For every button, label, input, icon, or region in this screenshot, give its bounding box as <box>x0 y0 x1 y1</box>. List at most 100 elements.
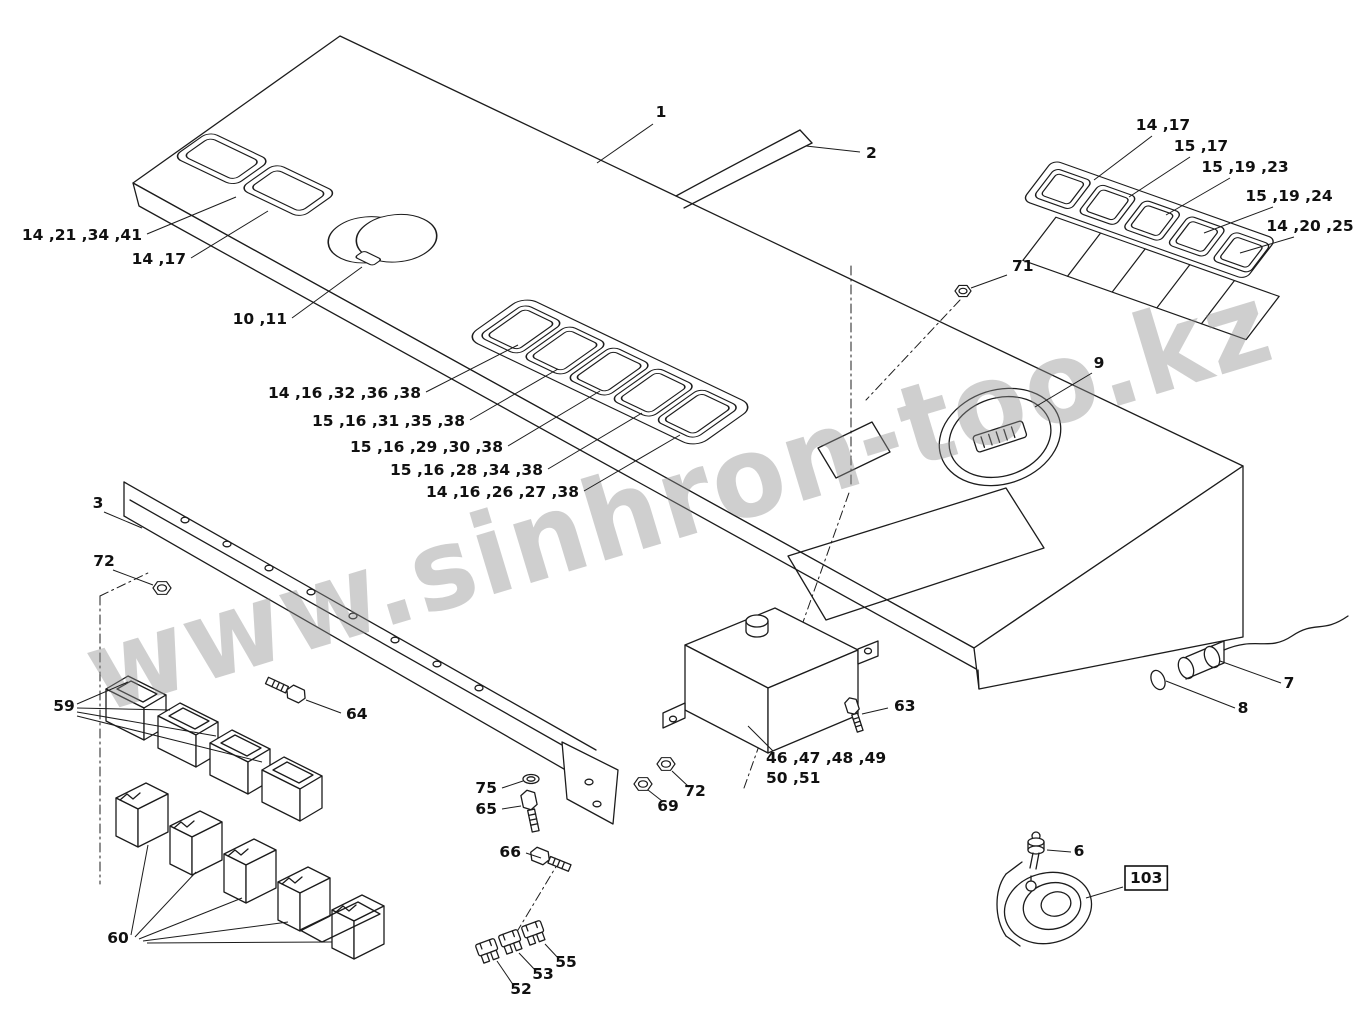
horn-103 <box>996 861 1093 947</box>
main-panel <box>132 35 1244 690</box>
leader-line <box>142 921 289 942</box>
callout-63: 63 <box>894 697 916 715</box>
leader-line <box>103 511 143 529</box>
callout-103: 103 <box>1130 869 1162 887</box>
callout-14-20-25: 14 ,20 ,25 <box>1266 217 1353 235</box>
callout-15-16-29-30-38: 15 ,16 ,29 ,30 ,38 <box>350 438 503 456</box>
callout-71: 71 <box>1012 257 1034 275</box>
callout-14-17: 14 ,17 <box>1136 116 1190 134</box>
callout-65: 65 <box>475 800 497 818</box>
callout-75: 75 <box>475 779 497 797</box>
callout-2: 2 <box>866 144 877 162</box>
callout-layer: 1 2 14 ,21 ,34 ,41 14 ,17 10 ,11 14 ,16 ,32 ,… <box>22 103 1354 998</box>
leader-line <box>305 699 342 714</box>
leader-line <box>583 434 681 492</box>
callout-14-21-34-41: 14 ,21 ,34 ,41 <box>22 226 142 244</box>
leader-line <box>970 274 1008 289</box>
leader-line <box>861 707 889 715</box>
leader-line <box>76 715 263 763</box>
panel-openings <box>787 421 1045 621</box>
callout-box <box>1124 865 1169 891</box>
callout-1: 1 <box>656 103 667 121</box>
leader-line <box>469 368 559 421</box>
leader-line <box>1219 660 1282 684</box>
callout-14-16-32-36-38: 14 ,16 ,32 ,36 ,38 <box>268 384 421 402</box>
callout-46-47-48-49: 46 ,47 ,48 ,49 <box>766 749 886 767</box>
callout-15-16-28-34-38: 15 ,16 ,28 ,34 ,38 <box>390 461 543 479</box>
callout-55: 55 <box>555 953 577 971</box>
leader-line <box>425 344 519 393</box>
blank-switch-plates <box>176 133 334 216</box>
fuse-52 <box>475 938 500 964</box>
leader-line <box>1093 135 1153 181</box>
leader-line <box>501 780 524 789</box>
callout-69: 69 <box>657 797 679 815</box>
callout-15-19-24: 15 ,19 ,24 <box>1245 187 1332 205</box>
leader-line <box>647 789 663 802</box>
leader-line <box>596 123 654 164</box>
nut-69 <box>633 777 653 791</box>
bracket-bar <box>123 481 619 825</box>
leader-line <box>190 210 269 259</box>
callout-66: 66 <box>499 843 521 861</box>
leader-line <box>518 952 537 972</box>
relay-group <box>115 782 385 960</box>
callout-3: 3 <box>93 494 104 512</box>
gauge <box>938 387 1062 487</box>
callout-15-17: 15 ,17 <box>1174 137 1228 155</box>
leader-line <box>112 569 154 586</box>
leader-line <box>1085 886 1124 899</box>
leader-line <box>1128 156 1191 198</box>
leader-line <box>146 941 333 944</box>
leader-line <box>496 960 515 987</box>
callout-15-19-23: 15 ,19 ,23 <box>1201 158 1288 176</box>
bolt-63 <box>844 697 864 733</box>
callout-53: 53 <box>532 965 554 983</box>
fuse-55 <box>521 920 546 946</box>
leader-line <box>138 897 243 940</box>
leader-line <box>1165 177 1231 216</box>
callout-9: 9 <box>1094 354 1105 372</box>
bolt-66 <box>530 846 572 872</box>
callout-52: 52 <box>510 980 532 998</box>
leader-line <box>1203 206 1274 234</box>
callout-72: 72 <box>684 782 706 800</box>
callout-14-16-26-27-38: 14 ,16 ,26 ,27 ,38 <box>426 483 579 501</box>
callout-7: 7 <box>1284 674 1295 692</box>
leader-line <box>76 711 217 737</box>
leader-line <box>501 805 522 810</box>
sensor-6 <box>1027 831 1045 870</box>
leader-line <box>805 145 861 153</box>
cap-assembly <box>327 213 438 266</box>
switch-cluster-top-right <box>1022 161 1280 341</box>
washer-75 <box>522 773 540 785</box>
callout-59: 59 <box>53 697 75 715</box>
panel-cable <box>675 129 813 209</box>
leader-line <box>525 852 542 859</box>
leader-line <box>291 266 363 319</box>
leader-line <box>544 943 560 960</box>
connector-7 <box>1177 615 1349 680</box>
relay-sockets <box>105 675 323 822</box>
bolt-65 <box>520 789 540 833</box>
callout-60: 60 <box>107 929 129 947</box>
callout-8: 8 <box>1238 699 1249 717</box>
callout-64: 64 <box>346 705 368 723</box>
nut-72-left <box>152 581 172 595</box>
leader-line <box>76 707 171 711</box>
bolt-64 <box>264 676 306 704</box>
leader-line <box>146 196 237 235</box>
nut-72-mid <box>656 757 676 771</box>
leader-line <box>1165 680 1236 709</box>
switch-bank-middle <box>471 299 749 445</box>
leader-line <box>747 725 774 752</box>
callout-6: 6 <box>1074 842 1085 860</box>
callout-72: 72 <box>93 552 115 570</box>
callout-10-11: 10 ,11 <box>233 310 287 328</box>
leader-line <box>547 412 643 470</box>
fuse-53 <box>498 929 523 955</box>
leader-line <box>671 770 690 788</box>
callout-50-51: 50 ,51 <box>766 769 820 787</box>
leader-line <box>130 844 149 936</box>
